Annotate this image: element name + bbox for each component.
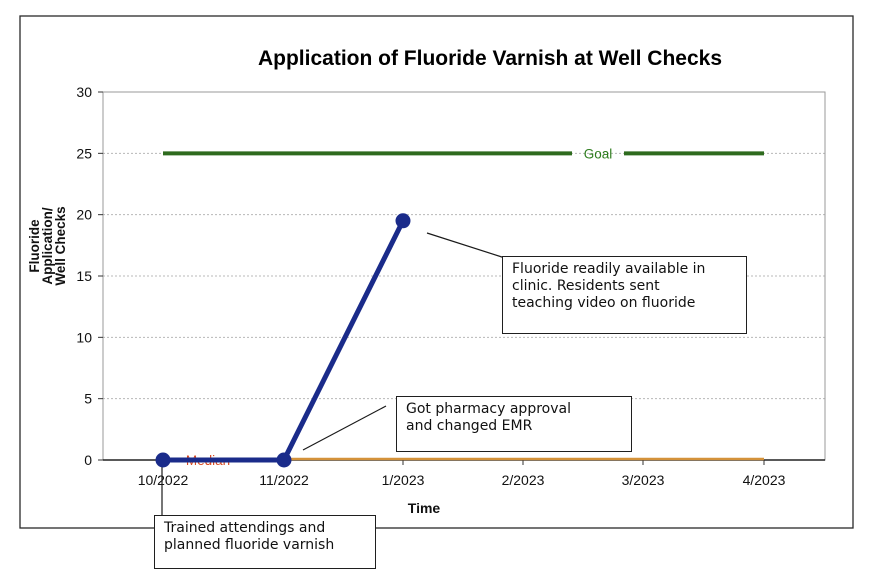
- x-tick-label: 11/2022: [259, 472, 309, 488]
- x-tick-label: 3/2023: [622, 472, 665, 488]
- annotation-pharmacy-approval: Got pharmacy approval and changed EMR: [396, 396, 632, 452]
- y-tick-label: 0: [84, 452, 92, 468]
- y-tick-label: 30: [76, 84, 92, 100]
- annotation-leader-line: [302, 405, 387, 451]
- annotation-leaders: [161, 232, 506, 515]
- x-tick-label: 2/2023: [502, 472, 545, 488]
- y-axis-ticks: 0 5 10 15 20 25 30: [76, 84, 103, 468]
- x-tick-label: 4/2023: [743, 472, 786, 488]
- y-axis-label-line: Fluoride: [27, 219, 42, 273]
- y-tick-label: 20: [76, 207, 92, 223]
- data-point: [395, 213, 411, 229]
- annotation-fluoride-available: Fluoride readily available in clinic. Re…: [502, 256, 747, 334]
- x-tick-label: 10/2022: [138, 472, 189, 488]
- reference-lines: GoalMedian: [163, 146, 764, 468]
- y-tick-label: 5: [84, 391, 92, 407]
- x-axis-label: Time: [408, 500, 441, 516]
- y-tick-label: 10: [76, 329, 92, 345]
- y-tick-label: 25: [76, 145, 92, 161]
- series-line-segment: [281, 218, 406, 463]
- y-tick-label: 15: [76, 268, 92, 284]
- x-axis-ticks: 10/2022 11/2022 1/2023 2/2023 3/2023 4/2023: [138, 460, 786, 488]
- data-point: [276, 452, 292, 468]
- y-axis-label-line: Application/: [40, 207, 55, 284]
- goal-label: Goal: [584, 146, 613, 161]
- annotation-leader-line: [426, 232, 506, 259]
- data-point: [155, 452, 171, 468]
- series-layer: [155, 213, 411, 468]
- y-axis-label-line: Well Checks: [53, 206, 68, 285]
- annotation-trained-attendings: Trained attendings and planned fluoride …: [154, 515, 376, 569]
- chart-title: Application of Fluoride Varnish at Well …: [258, 47, 722, 70]
- x-tick-label: 1/2023: [382, 472, 425, 488]
